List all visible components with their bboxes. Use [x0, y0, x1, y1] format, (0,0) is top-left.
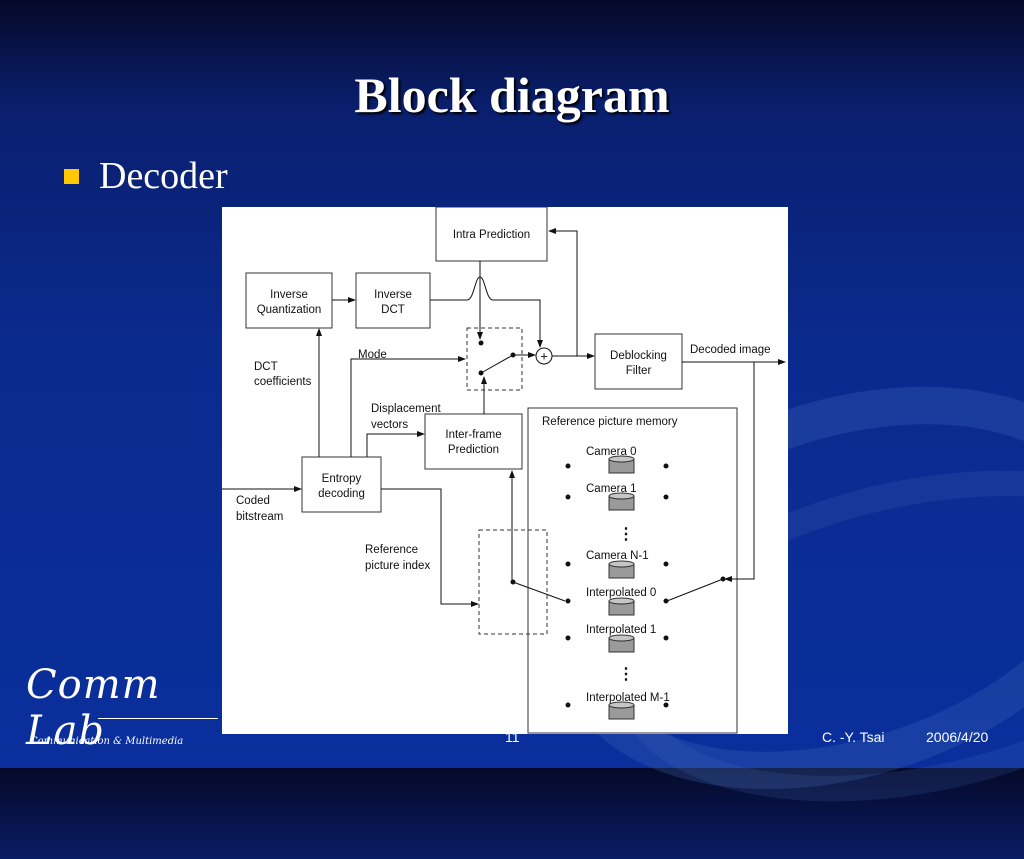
diagram-svg: Intra Prediction Inverse Quantization In…: [222, 207, 786, 734]
inverse-quantization-block: [245, 272, 333, 329]
memory-item-label: Interpolated 0: [586, 587, 656, 599]
inverse-dct-label-1: Inverse: [374, 289, 412, 301]
decoder-block-diagram: Intra Prediction Inverse Quantization In…: [222, 207, 788, 734]
dct-coefficients-label-2: coefficients: [254, 376, 312, 388]
deblocking-filter-label-1: Deblocking: [610, 350, 667, 362]
reference-switch-box: [478, 529, 548, 635]
reference-picture-memory-label: Reference picture memory: [542, 416, 678, 428]
mode-label: Mode: [358, 349, 387, 361]
summing-node-plus: +: [540, 349, 548, 364]
inverse-quantization-label-2: Quantization: [257, 304, 322, 316]
inverse-quantization-label-1: Inverse: [270, 289, 308, 301]
reference-picture-index-label-2: picture index: [365, 560, 430, 572]
memory-item-label: Interpolated 1: [586, 624, 656, 636]
mode-switch-box: [466, 327, 523, 391]
dct-coefficients-label-1: DCT: [254, 361, 278, 373]
reference-picture-index-label-1: Reference: [365, 544, 418, 556]
intra-prediction-block: [435, 207, 548, 262]
deblocking-filter-block: [594, 333, 683, 390]
page-number: 11: [505, 729, 520, 745]
entropy-decoding-label-2: decoding: [318, 488, 365, 500]
inverse-dct-block: [355, 272, 431, 329]
intra-prediction-label: Intra Prediction: [453, 229, 530, 241]
deblocking-filter-label-2: Filter: [626, 365, 652, 377]
ellipsis-interpolated: ⋮: [618, 666, 634, 683]
bullet-square-icon: [64, 168, 79, 184]
decoded-image-label: Decoded image: [690, 344, 771, 356]
inter-frame-prediction-label-2: Prediction: [448, 444, 499, 456]
entropy-decoding-label-1: Entropy: [322, 473, 362, 485]
bullet-item: Decoder: [64, 154, 228, 198]
coded-bitstream-label-1: Coded: [236, 495, 270, 507]
memory-item-label: Camera 0: [586, 446, 637, 458]
comm-lab-logo: Comm Lab Communication & Multimedia: [20, 660, 218, 754]
coded-bitstream-label-2: bitstream: [236, 511, 283, 523]
memory-item-label: Camera N-1: [586, 550, 649, 562]
memory-item-interpolated-0: Interpolated 0: [565, 587, 669, 616]
slide-title: Block diagram: [354, 67, 670, 123]
memory-item-label: Camera 1: [586, 483, 637, 495]
inter-frame-prediction-block: [424, 413, 523, 470]
ellipsis-cameras: ⋮: [618, 526, 634, 543]
memory-item-label: Interpolated M-1: [586, 692, 670, 704]
bullet-text: Decoder: [99, 155, 228, 197]
memory-item-interpolated-m-1: Interpolated M-1: [565, 692, 670, 720]
footer-date: 2006/4/20: [926, 729, 989, 745]
logo-underline: [98, 718, 218, 719]
entropy-decoding-block: [301, 456, 382, 513]
displacement-vectors-label-1: Displacement: [371, 403, 441, 415]
memory-item-camera-1: Camera 1: [565, 483, 669, 511]
memory-item-camera-0: Camera 0: [565, 446, 669, 474]
logo-main-text: Comm Lab: [26, 662, 161, 754]
memory-item-camera-n-1: Camera N-1: [565, 550, 669, 579]
footer-author: C. -Y. Tsai: [822, 729, 885, 745]
displacement-vectors-label-2: vectors: [371, 419, 408, 431]
inverse-dct-label-2: DCT: [381, 304, 405, 316]
inter-frame-prediction-label-1: Inter-frame: [445, 429, 501, 441]
memory-item-interpolated-1: Interpolated 1: [565, 624, 669, 653]
logo-subtitle: Communication & Multimedia: [30, 736, 184, 747]
